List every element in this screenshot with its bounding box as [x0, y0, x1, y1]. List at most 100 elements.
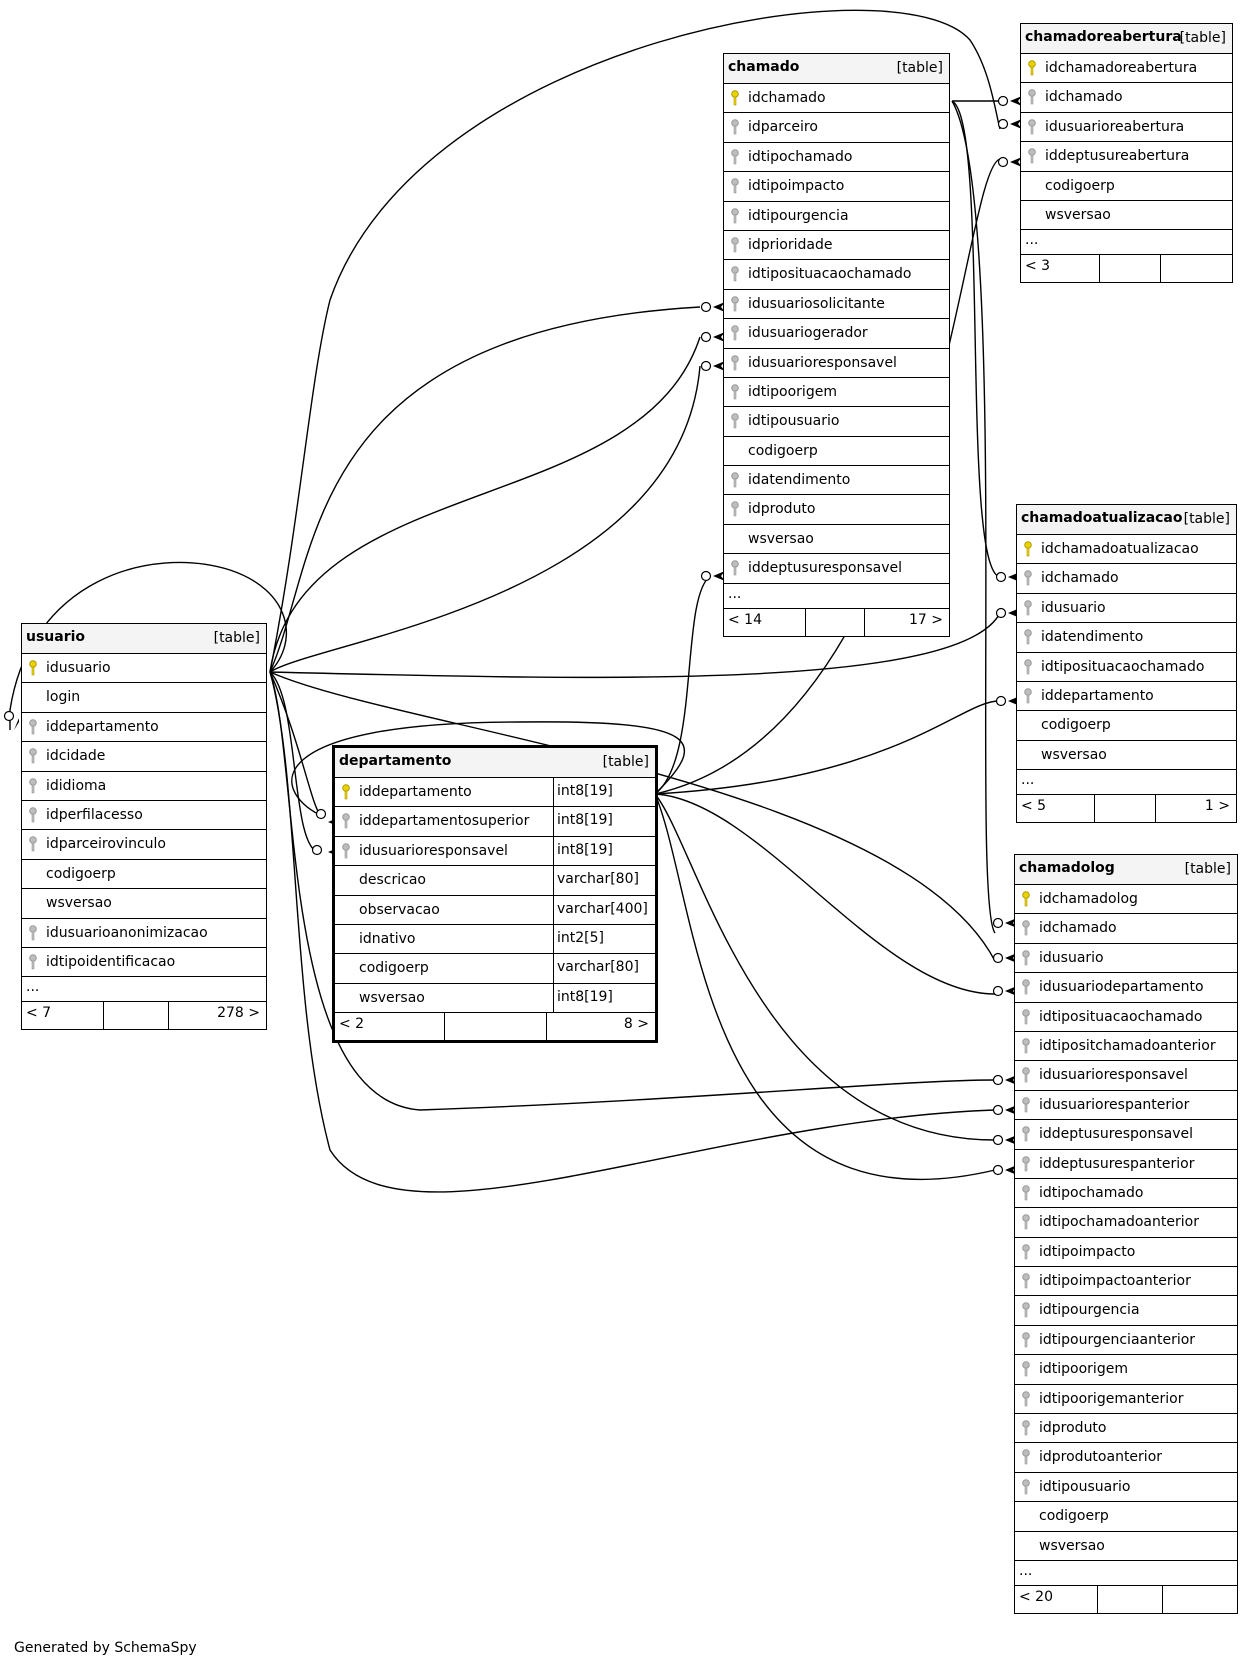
column-row[interactable]: codigoerp: [22, 860, 266, 890]
column-row[interactable]: codigoerp: [1017, 711, 1236, 741]
column-row[interactable]: codigoerp: [1015, 1502, 1237, 1532]
column-row[interactable]: idtipoimpacto: [1015, 1238, 1237, 1268]
column-row[interactable]: idusuarioresponsavel: [724, 349, 949, 378]
column-row[interactable]: idchamadoreabertura: [1021, 54, 1232, 84]
child-count[interactable]: 8 >: [623, 1016, 649, 1033]
table-header[interactable]: chamadoatualizacao[table]: [1017, 505, 1236, 535]
column-row[interactable]: idparceiro: [724, 113, 949, 143]
column-row[interactable]: idchamado: [724, 84, 949, 114]
column-row[interactable]: idtipourgenciaanterior: [1015, 1326, 1237, 1356]
column-row[interactable]: idusuarioreabertura: [1021, 113, 1232, 143]
column-row[interactable]: idusuariorespanterior: [1015, 1091, 1237, 1121]
more-columns-indicator[interactable]: ...: [1017, 770, 1236, 796]
child-count[interactable]: 1 >: [1204, 798, 1230, 815]
column-row[interactable]: idchamado: [1017, 564, 1236, 594]
parent-count[interactable]: < 2: [339, 1016, 365, 1033]
column-row[interactable]: idusuarioanonimizacao: [22, 919, 266, 948]
table-header[interactable]: usuario[table]: [22, 624, 266, 654]
column-row[interactable]: idtipochamado: [724, 143, 949, 173]
column-row[interactable]: idatendimento: [1017, 623, 1236, 653]
table-chamadoreabertura[interactable]: chamadoreabertura[table]idchamadoreabert…: [1020, 23, 1233, 284]
column-row[interactable]: idusuariogerador: [724, 319, 949, 349]
column-row[interactable]: idtipositchamadoanterior: [1015, 1032, 1237, 1062]
column-row[interactable]: idtipoorigemanterior: [1015, 1385, 1237, 1415]
parent-count[interactable]: < 5: [1021, 798, 1047, 815]
column-row[interactable]: idusuariosolicitante: [724, 290, 949, 320]
column-row[interactable]: idprioridade: [724, 231, 949, 261]
column-row[interactable]: iddepartamento: [1017, 682, 1236, 712]
column-row[interactable]: idtipoidentificacao: [22, 948, 266, 978]
column-row[interactable]: idusuario: [1017, 594, 1236, 624]
column-row[interactable]: idprodutoanterior: [1015, 1443, 1237, 1473]
column-row[interactable]: idtipochamadoanterior: [1015, 1208, 1237, 1238]
column-row[interactable]: wsversao: [1017, 741, 1236, 771]
column-row[interactable]: idatendimento: [724, 466, 949, 496]
column-row[interactable]: idtipoorigem: [724, 378, 949, 408]
table-header[interactable]: chamadoreabertura[table]: [1021, 24, 1232, 54]
column-row[interactable]: iddeptusurespanterior: [1015, 1150, 1237, 1179]
parent-count[interactable]: < 7: [26, 1005, 52, 1022]
column-row[interactable]: idtipousuario: [1015, 1473, 1237, 1503]
column-row[interactable]: idtipoimpacto: [724, 172, 949, 202]
column-row[interactable]: codigoerp: [724, 437, 949, 467]
column-row[interactable]: idtipochamado: [1015, 1179, 1237, 1209]
column-row[interactable]: idchamado: [1021, 83, 1232, 113]
column-row[interactable]: wsversao: [1021, 201, 1232, 231]
column-row[interactable]: idchamado: [1015, 914, 1237, 944]
more-columns-indicator[interactable]: ...: [1021, 230, 1232, 256]
column-row[interactable]: iddeptusuresponsavel: [724, 554, 949, 584]
column-row[interactable]: idtipourgencia: [1015, 1296, 1237, 1326]
column-row[interactable]: wsversao: [22, 889, 266, 919]
table-header[interactable]: chamadolog[table]: [1015, 855, 1237, 885]
column-row[interactable]: idproduto: [1015, 1414, 1237, 1444]
column-row[interactable]: iddeptusuresponsavel: [1015, 1120, 1237, 1150]
child-count[interactable]: 17 >: [909, 611, 943, 628]
more-columns-indicator[interactable]: ...: [1015, 1561, 1237, 1586]
parent-count[interactable]: < 3: [1025, 258, 1051, 275]
column-row[interactable]: idtipourgencia: [724, 202, 949, 231]
table-header[interactable]: departamento[table]: [335, 748, 655, 778]
column-row[interactable]: idtipoorigem: [1015, 1355, 1237, 1385]
column-row[interactable]: wsversao: [1015, 1532, 1237, 1561]
column-row[interactable]: idusuario: [22, 654, 266, 684]
column-row[interactable]: idusuariodepartamento: [1015, 973, 1237, 1003]
column-row[interactable]: idusuarioresponsavel: [1015, 1061, 1237, 1091]
column-row[interactable]: idparceirovinculo: [22, 830, 266, 860]
column-row[interactable]: ididioma: [22, 772, 266, 801]
column-row[interactable]: idtipoimpactoanterior: [1015, 1267, 1237, 1297]
column-row[interactable]: iddepartamento: [22, 713, 266, 743]
more-columns-indicator[interactable]: ...: [22, 977, 266, 1003]
column-row[interactable]: codigoerp: [1021, 172, 1232, 201]
column-row[interactable]: idchamadoatualizacao: [1017, 535, 1236, 565]
parent-count[interactable]: < 20: [1019, 1588, 1053, 1605]
column-row[interactable]: idproduto: [724, 495, 949, 525]
column-row[interactable]: idchamadolog: [1015, 885, 1237, 915]
parent-count[interactable]: < 14: [728, 611, 762, 628]
column-row[interactable]: idtipousuario: [724, 407, 949, 437]
column-row[interactable]: login: [22, 683, 266, 713]
column-row[interactable]: idtiposituacaochamado: [1015, 1003, 1237, 1032]
column-row[interactable]: iddeptusureabertura: [1021, 142, 1232, 172]
child-count[interactable]: 278 >: [217, 1005, 260, 1022]
column-row[interactable]: wsversao: [724, 525, 949, 555]
table-header[interactable]: chamado[table]: [724, 54, 949, 84]
more-columns-indicator[interactable]: ...: [724, 584, 949, 609]
column-row[interactable]: idtiposituacaochamado: [1017, 653, 1236, 682]
column-row[interactable]: idusuario: [1015, 944, 1237, 974]
table-chamadoatualizacao[interactable]: chamadoatualizacao[table]idchamadoatuali…: [1016, 504, 1237, 824]
column-row[interactable]: idcidade: [22, 742, 266, 772]
column-row[interactable]: idtiposituacaochamado: [724, 260, 949, 290]
column-row[interactable]: idperfilacesso: [22, 801, 266, 831]
